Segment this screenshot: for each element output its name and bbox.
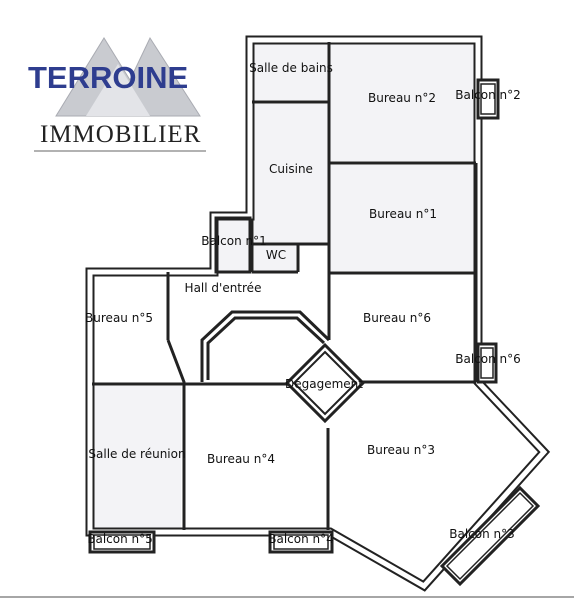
logo-mountain-icon: [55, 36, 201, 117]
balcon-2-shape: [476, 78, 500, 120]
floor-wc: [254, 246, 296, 271]
floor-bureau-2: [330, 44, 475, 161]
label-bureau-6: Bureau n°6: [363, 311, 431, 325]
room-labels: Salle de bains Bureau n°2 Balcon n°2 Cui…: [85, 61, 521, 546]
shaded-floors: [94, 44, 475, 529]
balcon-3-shape: [439, 485, 541, 587]
balcon-5-shape: [88, 530, 156, 554]
balconies: [88, 78, 541, 587]
label-bureau-3: Bureau n°3: [367, 443, 435, 457]
label-balcon-2: Balcon n°2: [455, 88, 521, 102]
label-balcon-1: Balcon n°1: [201, 234, 267, 248]
label-bureau-2: Bureau n°2: [368, 91, 436, 105]
logo-name: TERROINE: [28, 60, 188, 95]
balcon-5-inner: [93, 534, 151, 550]
floor-balcon-1: [218, 220, 249, 271]
inner-walls: [92, 42, 478, 530]
balcon-4-inner: [273, 534, 329, 550]
balcon-6-shape: [476, 342, 498, 384]
label-bureau-1: Bureau n°1: [369, 207, 437, 221]
label-hall: Hall d'entrée: [185, 281, 262, 295]
company-logo: TERROINE IMMOBILIER: [28, 36, 206, 152]
label-balcon-5: Balcon n°5: [87, 532, 153, 546]
floor-bureau-1: [330, 165, 475, 271]
label-wc: WC: [266, 248, 286, 262]
balcon-3-inner: [445, 491, 535, 581]
balcon-1-shape: [214, 216, 252, 274]
balcon-2-inner: [480, 83, 496, 115]
floor-salle-de-reunion: [94, 386, 181, 529]
degagement-outline-inner: [292, 350, 358, 416]
label-balcon-6: Balcon n°6: [455, 352, 521, 366]
floor-salle-de-bains: [254, 44, 328, 100]
label-bureau-5: Bureau n°5: [85, 311, 153, 325]
balcon-4-shape: [268, 530, 334, 554]
label-salle-de-reunion: Salle de réunion: [88, 447, 185, 461]
logo-mountain-shade-icon: [86, 64, 150, 116]
label-bureau-4: Bureau n°4: [207, 452, 275, 466]
logo-subtitle: IMMOBILIER: [40, 121, 201, 148]
label-balcon-4: Balcon n°4: [268, 532, 334, 546]
label-balcon-3: Balcon n°3: [449, 527, 515, 541]
label-degagement: Dégagement: [285, 377, 363, 391]
label-salle-de-bains: Salle de bains: [249, 61, 333, 75]
balcon-6-inner: [480, 347, 494, 379]
label-cuisine: Cuisine: [269, 162, 313, 176]
floor-cuisine: [254, 104, 328, 242]
degagement-outline: [284, 342, 366, 424]
